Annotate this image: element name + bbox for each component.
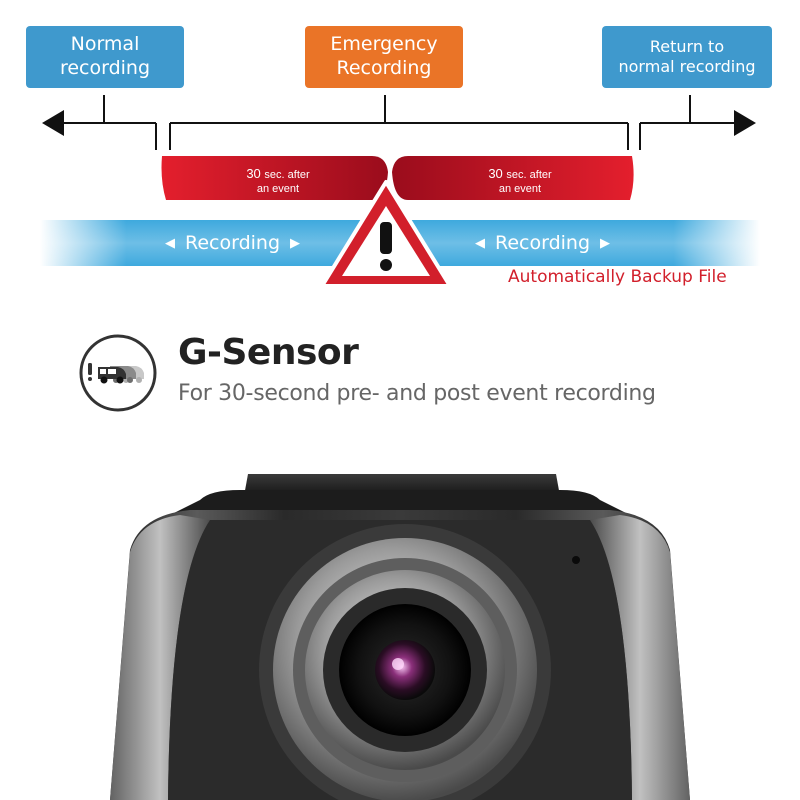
right-timeline-arrow <box>639 110 756 150</box>
before-line2: an event <box>256 182 300 195</box>
triangle-right-icon: ▶ <box>600 235 611 251</box>
gsensor-title: G-Sensor <box>178 332 359 373</box>
recording-label-left: ◀ Recording ▶ <box>165 232 300 254</box>
after-line2: an event <box>498 182 542 195</box>
event-segment-after-label: 30 sec. after an event <box>468 166 572 197</box>
recording-label-right: ◀ Recording ▶ <box>475 232 610 254</box>
normal-recording-box: Normal recording <box>26 26 184 88</box>
emergency-bracket <box>169 122 629 150</box>
emergency-recording-box: Emergency Recording <box>305 26 463 88</box>
before-value: 30 <box>246 166 261 181</box>
return-normal-line1: Return to <box>649 37 725 56</box>
recording-left-text: Recording <box>185 232 281 254</box>
normal-recording-line2: recording <box>59 57 151 79</box>
emergency-recording-line2: Recording <box>336 57 432 79</box>
emergency-recording-line1: Emergency <box>330 33 438 56</box>
dash-camera-image <box>110 474 690 800</box>
event-segment-before-label: 30 sec. after an event <box>226 166 330 197</box>
event-segment-after <box>392 156 634 200</box>
backup-file-text: Automatically Backup File <box>508 267 727 287</box>
left-timeline-arrow <box>42 110 157 150</box>
event-segment-before <box>161 156 388 200</box>
normal-recording-line1: Normal <box>70 33 140 56</box>
car-collision-icon <box>79 334 157 412</box>
triangle-left-icon: ◀ <box>165 235 175 251</box>
after-value: 30 <box>488 166 503 181</box>
timeline-diagram <box>40 95 760 288</box>
return-normal-box: Return to normal recording <box>602 26 772 88</box>
triangle-right-icon: ▶ <box>290 235 301 251</box>
recording-right-text: Recording <box>495 232 591 254</box>
triangle-left-icon: ◀ <box>475 235 485 251</box>
after-unit: sec. after <box>506 169 552 181</box>
gsensor-subtitle: For 30-second pre- and post event record… <box>178 381 656 406</box>
before-unit: sec. after <box>264 169 310 181</box>
return-normal-line2: normal recording <box>618 57 756 76</box>
warning-triangle-icon <box>320 180 452 288</box>
